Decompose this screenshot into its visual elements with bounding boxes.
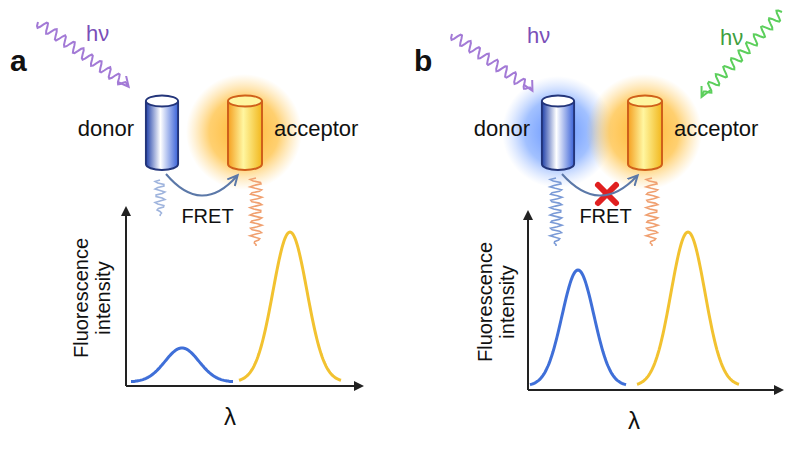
molecule-label: acceptor <box>274 116 358 142</box>
acceptor-emission-peak <box>637 232 739 384</box>
photon-wave <box>37 22 128 86</box>
emission-wave <box>646 178 658 246</box>
photon-label: hν <box>720 26 743 50</box>
emission-wave <box>550 178 562 246</box>
panel-letter: b <box>414 44 432 77</box>
molecule-label: donor <box>474 116 530 142</box>
acceptor-molecule: acceptor <box>226 94 264 172</box>
acceptor-emission-peak <box>239 232 341 380</box>
acceptor-cylinder <box>626 94 664 172</box>
axis-title: λ <box>224 404 236 430</box>
emission-wave <box>155 180 165 216</box>
photon-label: hν <box>86 22 109 46</box>
donor-cylinder <box>540 94 576 172</box>
donor-emission-peak <box>131 348 233 382</box>
photon-wave <box>702 11 782 97</box>
emission-wave <box>250 178 262 246</box>
panel-letter: a <box>10 44 27 77</box>
fret-arrow <box>562 174 637 196</box>
donor-molecule: donor <box>540 94 576 172</box>
edge-label: FRET <box>181 205 233 227</box>
edge-label: FRET <box>579 205 631 227</box>
molecule-label: donor <box>78 116 134 142</box>
donor-emission-peak <box>530 270 626 385</box>
axis-title: Fluorescence intensity <box>474 237 518 367</box>
acceptor-cylinder <box>226 94 264 172</box>
y-axis <box>125 208 127 386</box>
y-axis <box>527 212 529 390</box>
donor-cylinder <box>144 94 180 172</box>
fret-arrow <box>166 174 237 196</box>
x-axis <box>528 389 782 391</box>
molecule-label: acceptor <box>674 116 758 142</box>
x-axis <box>126 385 362 387</box>
axis-title: λ <box>628 408 640 434</box>
photon-wave <box>451 34 532 90</box>
axis-title: Fluorescence intensity <box>70 233 114 363</box>
photon-label: hν <box>527 24 550 48</box>
donor-molecule: donor <box>144 94 180 172</box>
acceptor-molecule: acceptor <box>626 94 664 172</box>
